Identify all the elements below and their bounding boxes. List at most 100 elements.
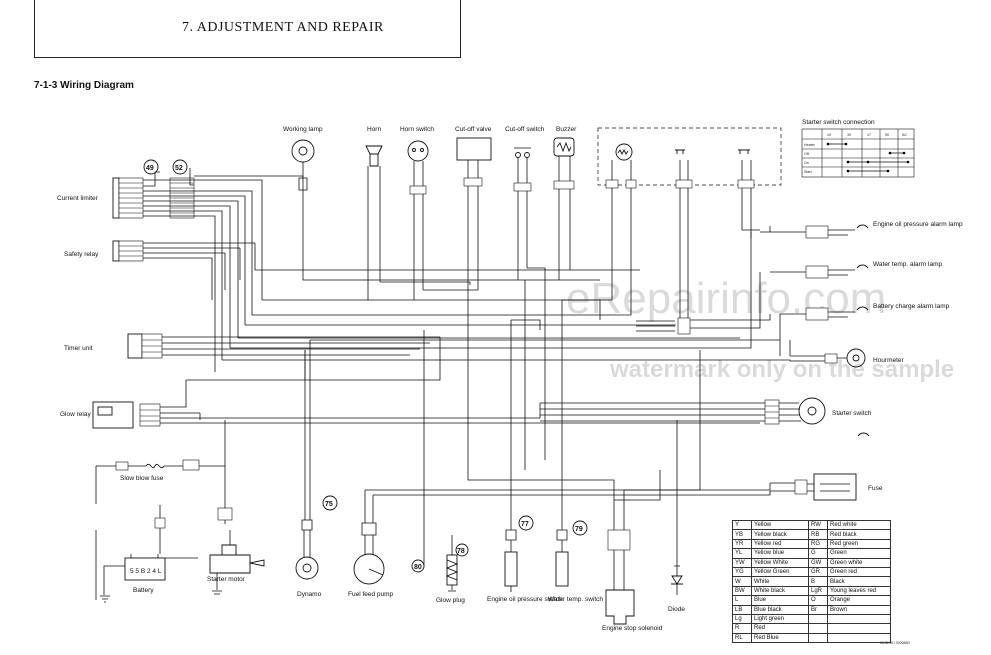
ref-52-label: 52 — [175, 165, 183, 172]
ssc-row-off: Off — [804, 152, 809, 156]
dynamo-label: Dynamo — [297, 591, 322, 598]
battery-label: Battery — [133, 587, 154, 594]
current-limiter-label: Current limiter — [57, 195, 99, 202]
legend-code: GR — [808, 566, 828, 578]
legend-color-name — [827, 623, 891, 634]
legend-color-name: Red Blue — [751, 632, 809, 644]
figure-code: 06.8L15 / S/0085D — [880, 641, 910, 645]
fuse-label: Fuse — [868, 485, 883, 492]
engine-stop-solenoid — [605, 490, 635, 625]
diode — [671, 560, 683, 595]
legend-code: L — [732, 595, 752, 606]
water-temp-switch — [555, 300, 569, 587]
engine-oil-pressure-switch-label: Engine oil pressure switch — [487, 596, 563, 603]
legend-color-name: Yellow red — [751, 538, 809, 550]
legend-color-name: Green red — [827, 566, 891, 578]
safety-relay-label: Safety relay — [64, 251, 99, 258]
legend-code: Y — [732, 519, 752, 531]
legend-color-name: White — [751, 576, 809, 587]
buzzer — [553, 137, 575, 280]
glow-plug — [445, 535, 459, 592]
legend-code: GW — [808, 557, 828, 568]
water-temp-switch-label: Water temp. switch — [548, 596, 603, 603]
legend-color-name: Green white — [827, 557, 891, 568]
legend-code: YL — [732, 548, 752, 559]
legend-code: LB — [732, 604, 752, 615]
slow-blow-fuse-label: Slow blow fuse — [120, 475, 164, 482]
starter-motor — [209, 466, 265, 595]
legend-code: RW — [808, 519, 828, 531]
timer-unit — [127, 333, 440, 359]
legend-color-name: Yellow black — [751, 529, 809, 540]
dynamo — [295, 340, 319, 580]
ref-80-label: 80 — [414, 564, 422, 571]
legend-color-name: Green — [827, 548, 891, 559]
battery — [100, 505, 198, 603]
ssc-row-on: On — [804, 161, 809, 165]
legend-color-name: Yellow — [751, 519, 809, 531]
cutoff-switch — [513, 147, 532, 280]
ssc-col-19: 19 — [827, 133, 831, 137]
watermark-line2: watermark only on the sample — [609, 356, 954, 383]
glow-relay — [92, 380, 760, 429]
legend-code: Br — [808, 604, 828, 615]
horn-label: Horn — [367, 126, 381, 133]
ref-79-label: 79 — [575, 526, 583, 533]
legend-code — [808, 613, 828, 625]
battery-charge-alarm-lamp — [780, 306, 869, 321]
engine-stop-solenoid-label: Engine stop solenoid — [602, 625, 663, 632]
legend-code: LgR — [808, 585, 828, 597]
hourmeter-label: Hourmeter — [873, 357, 905, 364]
safety-relay — [112, 240, 255, 262]
legend-color-name — [827, 632, 891, 644]
horn-switch-label: Horn switch — [400, 126, 434, 133]
legend-code: G — [808, 548, 828, 559]
starter-switch-connection-title: Starter switch connection — [802, 119, 875, 126]
charge-lamp-label: Battery charge alarm lamp — [873, 303, 950, 310]
legend-code: R — [732, 623, 752, 634]
glow-plug-label: Glow plug — [436, 597, 465, 604]
legend-color-name: Orange — [827, 595, 891, 606]
fuse — [770, 473, 857, 501]
legend-color-name: Blue black — [751, 604, 809, 615]
water-lamp-label: Water temp. alarm lamp — [873, 261, 942, 268]
oil-lamp-label-1: Engine oil pressure alarm lamp — [873, 221, 963, 228]
cutoff-valve-label: Cut-off valve — [455, 126, 492, 133]
legend-code: W — [732, 576, 752, 587]
legend-color-name: Yellow Green — [751, 566, 809, 578]
ref-49 — [143, 159, 159, 175]
legend-code — [808, 632, 828, 644]
ref-79 — [572, 520, 588, 536]
ref-52 — [172, 159, 188, 175]
legend-color-name: Red white — [827, 519, 891, 531]
legend-color-name — [827, 613, 891, 625]
legend-color-name: White black — [751, 585, 809, 597]
ref-77 — [518, 515, 534, 531]
starter-switch-connection-table — [801, 128, 915, 178]
legend-color-name: Yellow blue — [751, 548, 809, 559]
ssc-col-50: 50 — [885, 133, 889, 137]
legend-code: YB — [732, 529, 752, 540]
starter-motor-label: Starter motor — [207, 576, 246, 583]
starter-switch-label: Starter switch — [832, 410, 872, 417]
working-lamp — [291, 139, 315, 200]
legend-code: RG — [808, 538, 828, 550]
ssc-col-30: 30 — [847, 133, 851, 137]
glow-relay-label: Glow relay — [60, 411, 91, 418]
ref-75 — [322, 495, 338, 511]
legend-color-name: Blue — [751, 595, 809, 606]
ssc-row-start: Start — [804, 170, 812, 174]
ref-77-label: 77 — [521, 521, 529, 528]
legend-color-name: Brown — [827, 604, 891, 615]
legend-code — [808, 623, 828, 634]
ref-78 — [455, 543, 469, 557]
